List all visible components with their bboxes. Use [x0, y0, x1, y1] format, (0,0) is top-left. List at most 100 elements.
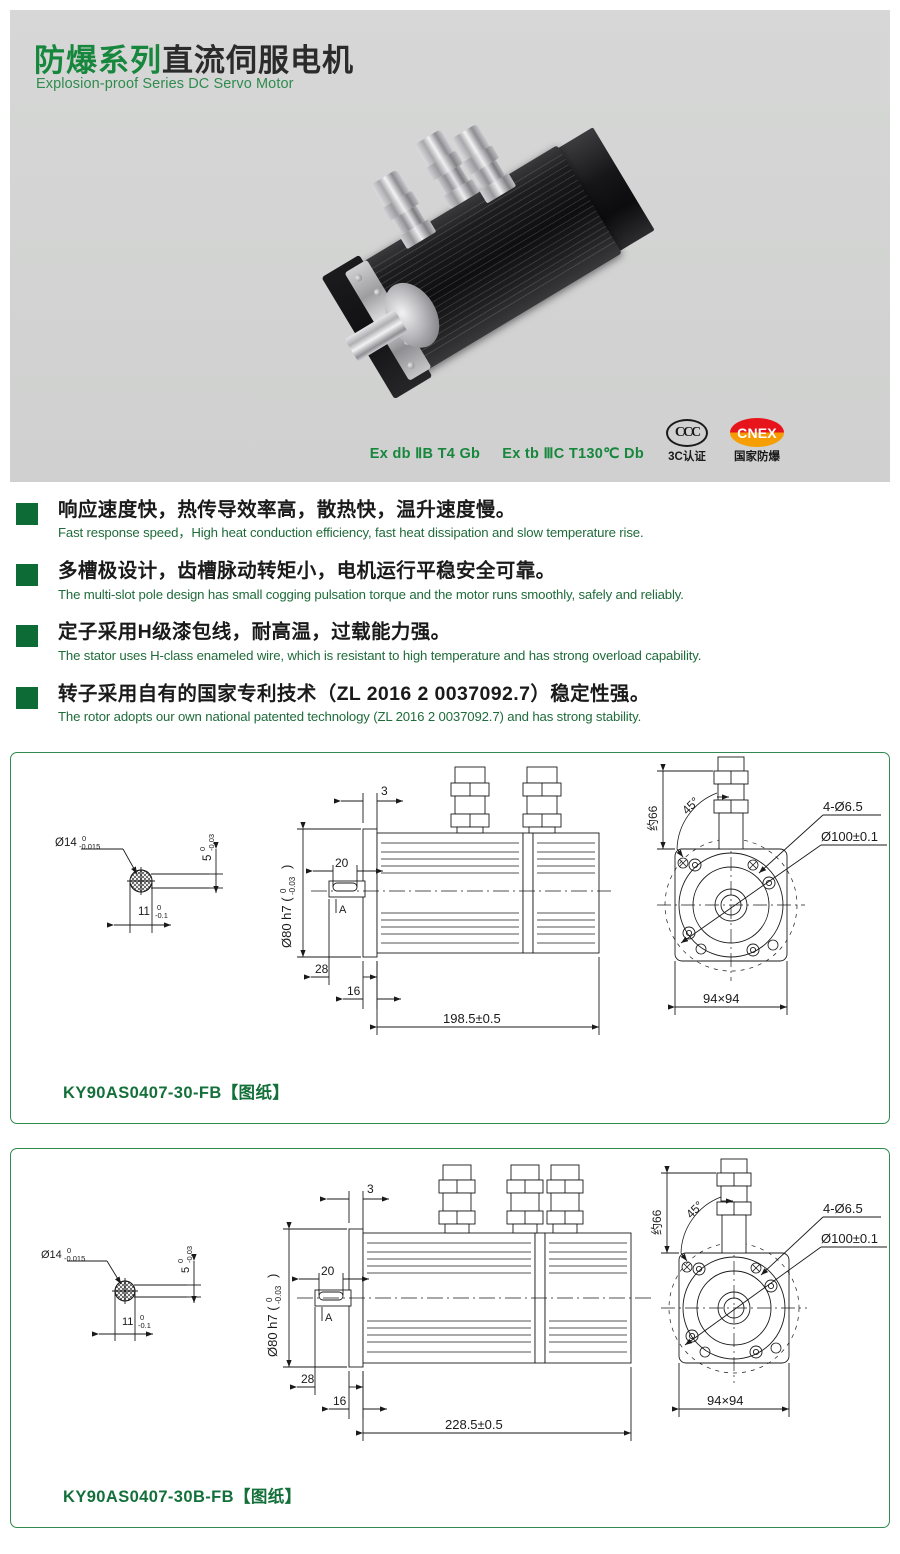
connector-angle-label: 45° — [683, 1198, 706, 1221]
end-view: 约66 45° 4-Ø6.5 Ø100±0.1 — [645, 756, 887, 1015]
flange-bolt — [406, 360, 416, 371]
square-size-label: 94×94 — [707, 1393, 744, 1408]
motor-connector — [370, 169, 437, 250]
svg-text:-0.03: -0.03 — [288, 876, 297, 895]
svg-text:11: 11 — [138, 906, 150, 918]
svg-text:0: 0 — [140, 1313, 144, 1322]
bolt-circle-label: Ø100±0.1 — [821, 1231, 878, 1246]
svg-text:-0.015: -0.015 — [64, 1254, 85, 1263]
connector-outline — [546, 1164, 584, 1234]
flange-bolt — [372, 287, 383, 297]
svg-text:28: 28 — [301, 1372, 315, 1386]
page-title: 防爆系列直流伺服电机 — [34, 35, 354, 80]
connector-outline — [713, 756, 749, 850]
cnex-caption: 国家防爆 — [734, 451, 780, 463]
side-elevation-view: 3 20 A Ø80 h7 ( 0 -0.03 ) — [265, 1164, 651, 1441]
feature-text-cn: 响应速度快，热传导效率高，散热快，温升速度慢。 — [58, 499, 516, 521]
total-length-label: 198.5±0.5 — [443, 1011, 501, 1026]
svg-text:-0.015: -0.015 — [79, 842, 100, 851]
svg-text:Ø14: Ø14 — [41, 1249, 62, 1261]
connector-outline — [522, 766, 562, 834]
ccc-caption: 3C认证 — [668, 451, 706, 463]
product-header-banner: 防爆系列直流伺服电机 Explosion-proof Series DC Ser… — [10, 10, 890, 482]
feature-item: 响应速度快，热传导效率高，散热快，温升速度慢。 Fast response sp… — [16, 498, 892, 542]
svg-text:0: 0 — [67, 1246, 71, 1255]
feature-item: 转子采用自有的国家专利技术（ZL 2016 2 0037092.7）稳定性强。 … — [16, 682, 892, 726]
svg-text:0: 0 — [279, 888, 288, 893]
svg-text:A: A — [339, 904, 347, 916]
feature-text-en: The multi-slot pole design has small cog… — [58, 586, 684, 602]
svg-text:-0.1: -0.1 — [138, 1321, 151, 1330]
shaft-section-detail: Ø14 0 -0.015 11 0 -0.1 5 0 -0.03 — [41, 1246, 201, 1341]
svg-text:3: 3 — [381, 784, 388, 798]
cnex-icon: CNEX — [730, 418, 784, 447]
svg-text:20: 20 — [335, 856, 349, 870]
svg-text:3: 3 — [367, 1182, 374, 1196]
connector-outline — [716, 1158, 752, 1254]
svg-text:-0.03: -0.03 — [207, 834, 216, 851]
cnex-certification-logo: CNEX 国家防爆 — [730, 418, 784, 464]
connector-outline — [506, 1164, 544, 1234]
svg-text:16: 16 — [347, 984, 361, 998]
end-view: 约66 45° 4-Ø6.5 Ø100±0.1 — [649, 1158, 887, 1417]
svg-text:Ø80 h7 (: Ø80 h7 ( — [265, 1306, 280, 1357]
bullet-square-icon — [16, 686, 38, 709]
svg-text:-0.03: -0.03 — [185, 1246, 194, 1263]
svg-text:16: 16 — [333, 1394, 347, 1408]
svg-text:A: A — [325, 1312, 333, 1324]
ex-marking-gas: Ex db ⅡB T4 Gb — [369, 446, 481, 462]
ex-marking-dust: Ex tb ⅢC T130℃ Db — [502, 446, 644, 462]
connector-outline — [450, 766, 490, 834]
page-title-series: 防爆系列 — [34, 43, 162, 78]
shaft-section-detail: Ø14 0 -0.015 11 0 -0.1 5 0 -0.03 — [55, 834, 223, 933]
side-elevation-view: 3 20 A Ø80 h7 ( 0 — [279, 766, 611, 1035]
flange-bolt — [353, 273, 364, 283]
connector-outline — [438, 1164, 476, 1234]
svg-text:-0.1: -0.1 — [155, 911, 168, 920]
page-title-product: 直流伺服电机 — [162, 43, 354, 78]
svg-text:0: 0 — [198, 847, 207, 851]
svg-text:5: 5 — [180, 1267, 192, 1273]
connector-height-label: 约66 — [649, 1209, 664, 1235]
total-length-label: 228.5±0.5 — [445, 1417, 503, 1432]
drawing-panel-1: Ø14 0 -0.015 11 0 -0.1 5 0 -0.03 — [10, 752, 890, 1124]
motor-output-shaft — [344, 309, 408, 362]
motor-product-image — [310, 95, 690, 425]
svg-text:0: 0 — [157, 903, 161, 912]
bolt-holes-label: 4-Ø6.5 — [823, 1201, 863, 1216]
svg-text:Ø80 h7 (: Ø80 h7 ( — [279, 897, 294, 948]
ccc-icon: CCC — [666, 419, 708, 447]
svg-text:5: 5 — [202, 855, 214, 861]
svg-text:0: 0 — [176, 1259, 185, 1263]
feature-text-cn: 转子采用自有的国家专利技术（ZL 2016 2 0037092.7）稳定性强。 — [58, 682, 650, 705]
feature-list: 响应速度快，热传导效率高，散热快，温升速度慢。 Fast response sp… — [16, 498, 892, 743]
drawing-model-label-1: KY90AS0407-30-FB【图纸】 — [63, 1084, 290, 1102]
square-size-label: 94×94 — [703, 991, 740, 1006]
svg-text:0: 0 — [265, 1297, 274, 1302]
bolt-circle-label: Ø100±0.1 — [821, 829, 878, 844]
feature-text-cn: 多槽极设计，齿槽脉动转矩小，电机运行平稳安全可靠。 — [58, 560, 556, 583]
page-subtitle: Explosion-proof Series DC Servo Motor — [36, 76, 294, 92]
svg-text:): ) — [265, 1274, 280, 1278]
ccc-certification-logo: CCC 3C认证 — [666, 419, 708, 464]
feature-text-cn: 定子采用H级漆包线，耐高温，过载能力强。 — [58, 621, 451, 644]
drawing-panel-2: Ø14 0 -0.015 11 0 -0.1 5 0 -0.03 — [10, 1148, 890, 1528]
technical-drawing-1: Ø14 0 -0.015 11 0 -0.1 5 0 -0.03 — [11, 753, 891, 1053]
svg-text:0: 0 — [82, 834, 86, 843]
bullet-square-icon — [16, 564, 38, 587]
motor-assembly — [252, 21, 748, 482]
connector-height-label: 约66 — [645, 805, 660, 831]
certification-row: Ex db ⅡB T4 Gb Ex tb ⅢC T130℃ Db CCC 3C认… — [10, 418, 890, 464]
feature-text-en: The stator uses H-class enameled wire, w… — [58, 647, 702, 663]
svg-text:Ø14: Ø14 — [55, 837, 77, 849]
bullet-square-icon — [16, 625, 38, 648]
technical-drawing-2: Ø14 0 -0.015 11 0 -0.1 5 0 -0.03 — [11, 1149, 891, 1454]
feature-item: 多槽极设计，齿槽脉动转矩小，电机运行平稳安全可靠。 The multi-slot… — [16, 559, 892, 603]
svg-text:-0.03: -0.03 — [274, 1285, 283, 1304]
feature-text-en: Fast response speed，High heat conduction… — [58, 525, 644, 541]
svg-text:20: 20 — [321, 1264, 335, 1278]
bullet-square-icon — [16, 503, 38, 525]
svg-text:11: 11 — [122, 1316, 133, 1328]
bolt-holes-label: 4-Ø6.5 — [823, 799, 863, 814]
feature-item: 定子采用H级漆包线，耐高温，过载能力强。 The stator uses H-c… — [16, 620, 892, 664]
